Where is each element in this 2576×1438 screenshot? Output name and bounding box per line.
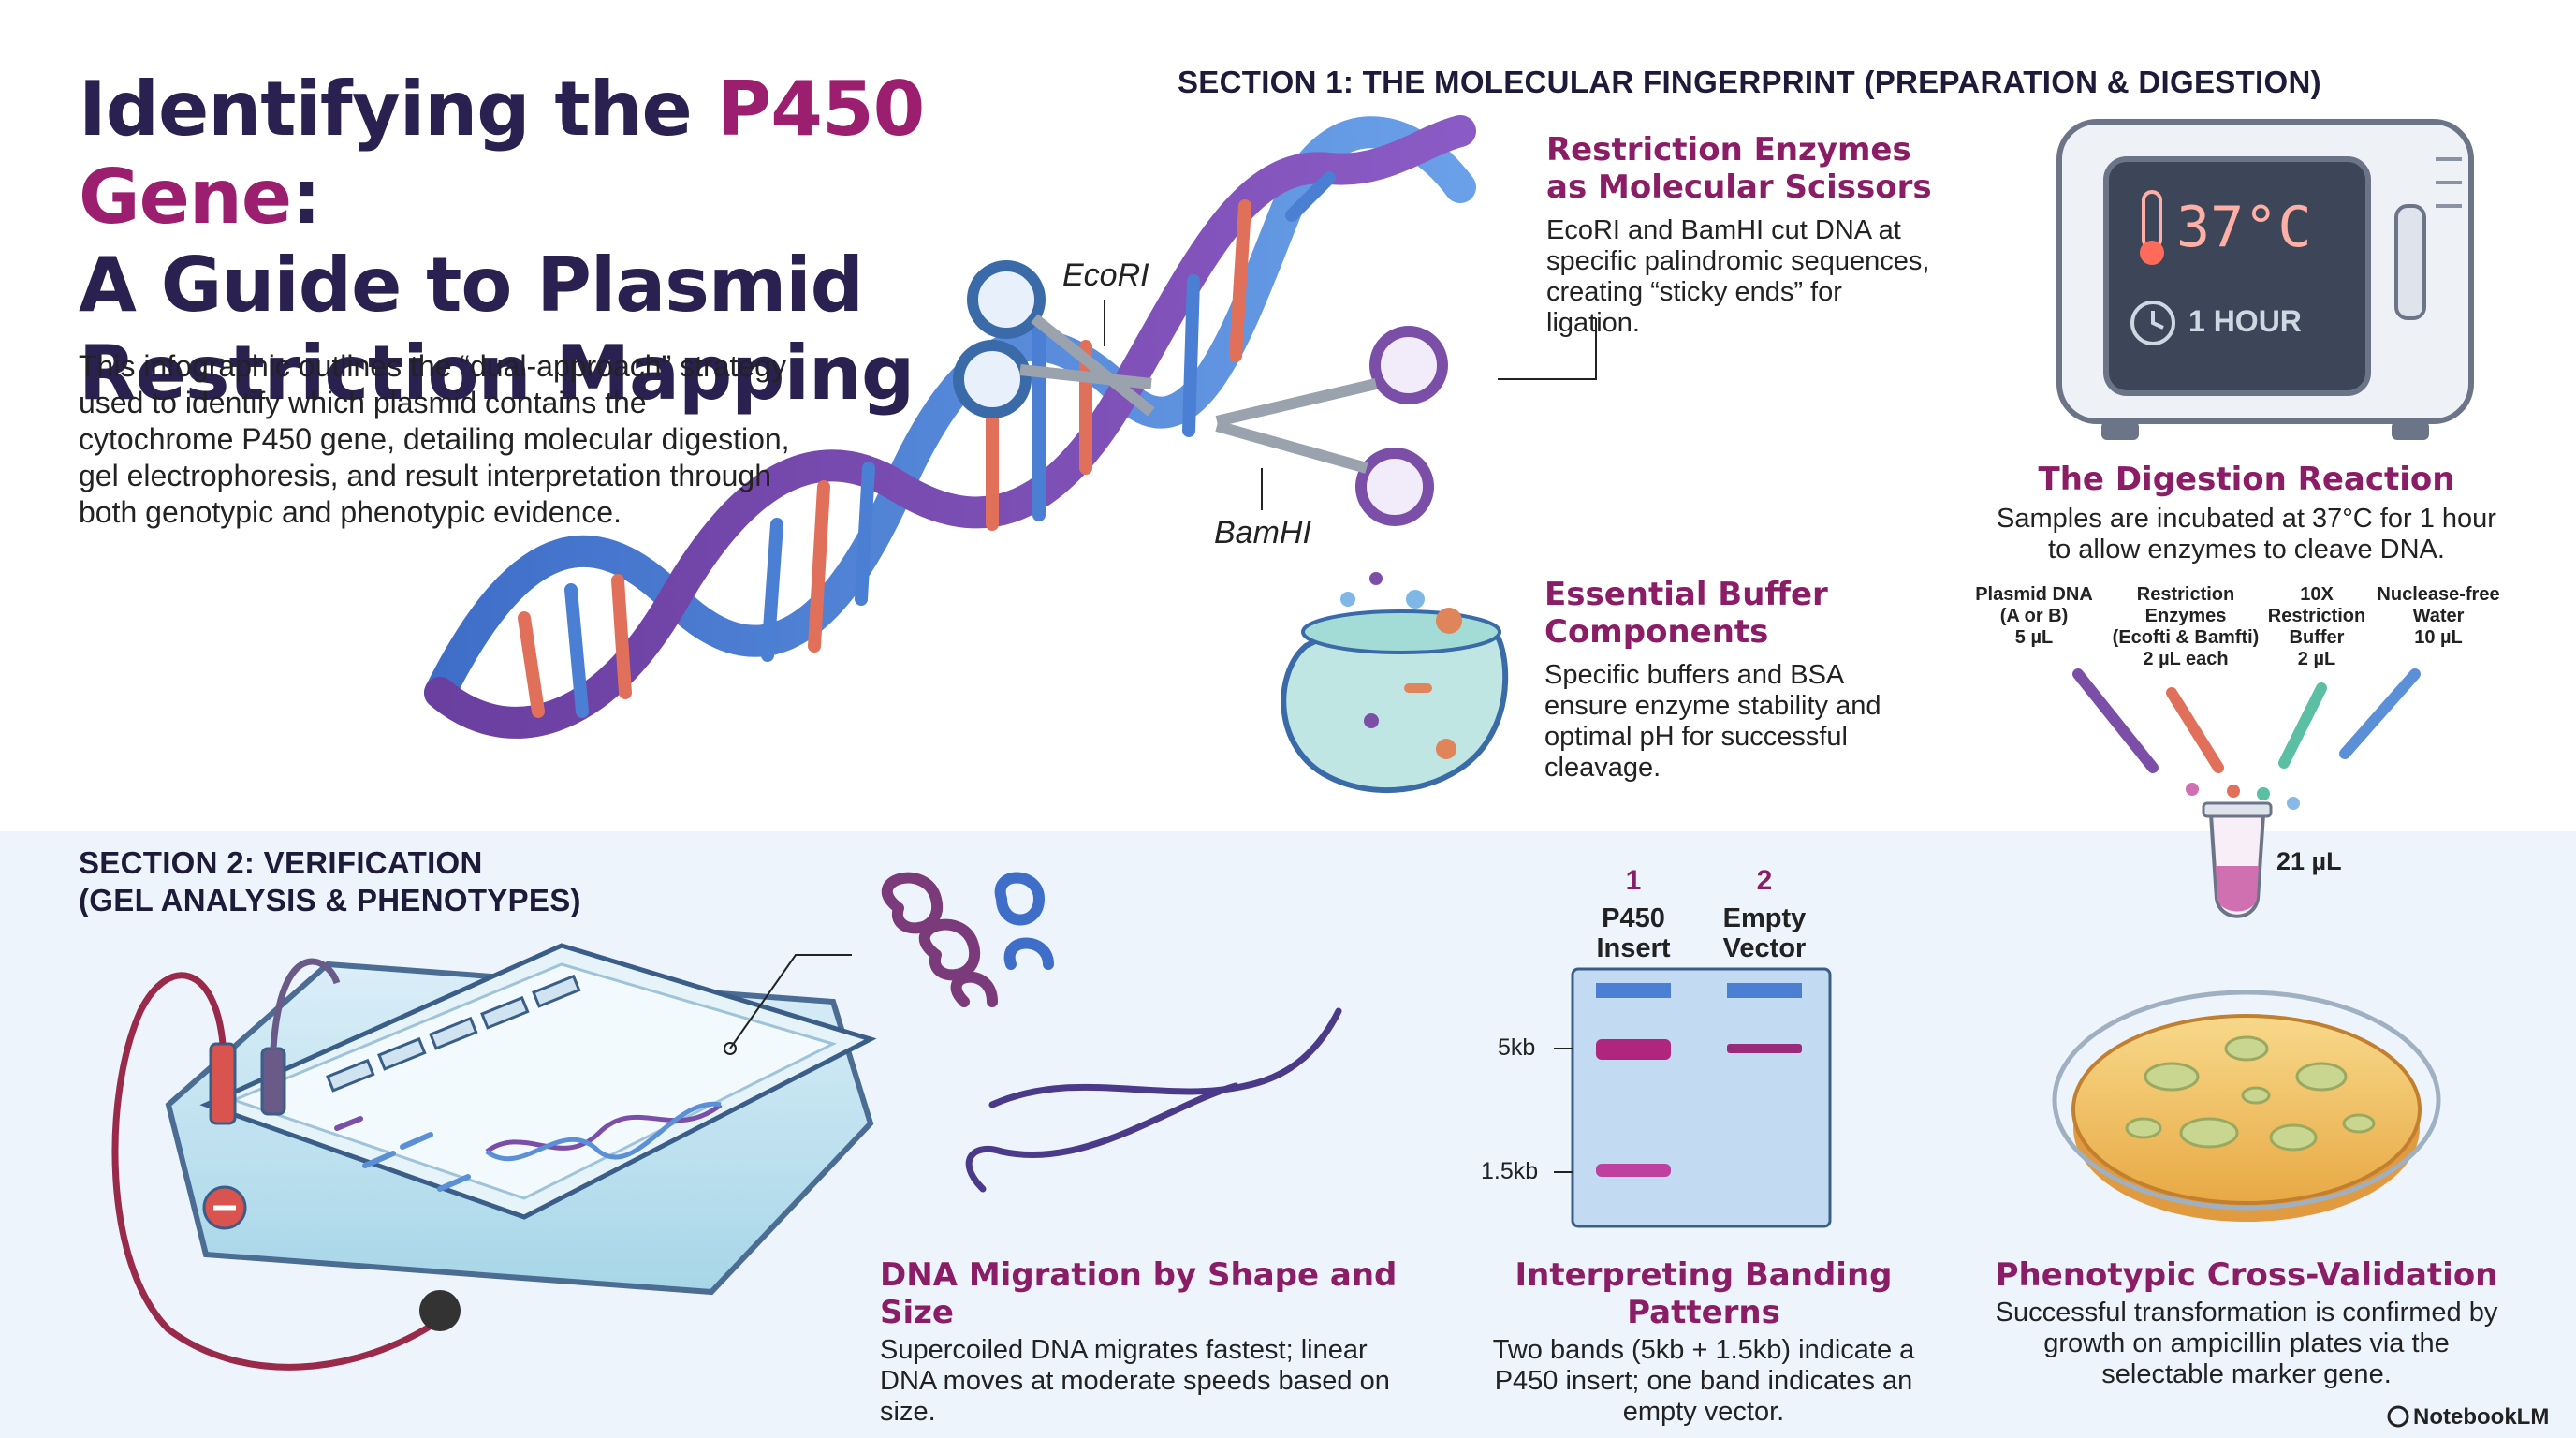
gel-band-lane2-5kb <box>1727 1044 1802 1053</box>
pipettes-illustration <box>2072 668 2421 810</box>
digestion-heading: The Digestion Reaction <box>2038 461 2455 498</box>
phenotype-heading: Phenotypic Cross-Validation <box>1995 1256 2498 1294</box>
digestion-body: Samples are incubated at 37°C for 1 hour… <box>1997 504 2496 565</box>
scissors-bamhi-icon <box>1215 326 1448 526</box>
scissors-ecori-icon <box>953 260 1155 418</box>
reagent-buffer: 10X Restriction Buffer 2 µL <box>2261 584 2373 670</box>
reagent-plasmid-l1: Plasmid DNA <box>1975 584 2093 605</box>
reagent-enzymes-l3: (Ecofti & Bamfti) <box>2112 627 2260 648</box>
incubator-illustration <box>2056 119 2474 440</box>
scissors-heading-line2: as Molecular Scissors <box>1546 169 1932 206</box>
gel-lane2-label-line1: Empty <box>1722 903 1807 933</box>
gel-band-lane1-1.5kb <box>1596 1164 1671 1177</box>
reagent-buffer-l3: Buffer <box>2289 627 2345 648</box>
phenotype-body: Successful transformation is confirmed b… <box>1995 1298 2498 1389</box>
scissors-heading-line1: Restriction Enzymes <box>1546 131 1911 169</box>
bamhi-label: BamHI <box>1214 515 1311 550</box>
title-line3: Restriction Mapping <box>79 330 915 417</box>
scissors-callout-line <box>1498 318 1597 380</box>
buffer-info: Essential Buffer Components Specific buf… <box>1544 576 1881 784</box>
intro-paragraph: This infographic outlines the “dual-appr… <box>79 349 790 529</box>
reagent-buffer-l4: 2 µL <box>2297 649 2336 669</box>
migration-heading: DNA Migration by Shape and Size <box>880 1256 1398 1331</box>
gel-marker-5kb: 5kb <box>1498 1034 1536 1061</box>
title-line2: A Guide to Plasmid <box>79 242 864 329</box>
reagent-water-l1: Nuclease-free <box>2377 584 2500 605</box>
gel-lane2-label-line2: Vector <box>1722 933 1807 963</box>
reagent-water-l3: 10 µL <box>2414 627 2463 648</box>
title-part2: : <box>291 154 321 241</box>
notebooklm-logo-icon <box>2387 1405 2409 1428</box>
title-highlight: P450 Gene <box>79 66 925 241</box>
reagent-enzymes-l1: Restriction <box>2136 584 2235 605</box>
ecori-label: EcoRI <box>1062 257 1149 293</box>
reagent-buffer-l2: Restriction <box>2267 606 2366 626</box>
reagent-buffer-l1: 10X <box>2300 584 2334 605</box>
incubator-temp: 37°C <box>2176 195 2312 260</box>
migration-body: Supercoiled DNA migrates fastest; linear… <box>880 1335 1390 1427</box>
phenotype-info: Phenotypic Cross-Validation Successful t… <box>1994 1256 2499 1390</box>
reagent-enzymes-l4: 2 µL each <box>2143 649 2229 669</box>
reaction-tube-illustration <box>2202 801 2273 918</box>
digestion-info: The Digestion Reaction Samples are incub… <box>1984 461 2509 565</box>
buffer-heading-line2: Components <box>1544 613 1769 651</box>
dna-forms-illustration <box>881 872 1342 1193</box>
gel-marker-1.5kb: 1.5kb <box>1481 1158 1539 1184</box>
banding-body: Two bands (5kb + 1.5kb) indicate a P450 … <box>1492 1335 1915 1427</box>
section1-label: SECTION 1: THE MOLECULAR FINGERPRINT (PR… <box>1178 65 2321 99</box>
buffer-heading-line1: Essential Buffer <box>1544 576 1828 613</box>
tube-volume: 21 µL <box>2276 847 2342 875</box>
section2-label: SECTION 2: VERIFICATION (GEL ANALYSIS & … <box>79 844 734 919</box>
gel-well-lane2 <box>1727 983 1802 998</box>
title-part1: Identifying the <box>79 66 717 153</box>
gel-lane1-number: 1 <box>1625 865 1642 896</box>
reagent-plasmid-l3: 5 µL <box>2014 627 2054 648</box>
buffer-body: Specific buffers and BSA ensure enzyme s… <box>1544 660 1881 783</box>
reagent-plasmid-l2: (A or B) <box>1999 606 2069 626</box>
reagent-plasmid-dna: Plasmid DNA (A or B) 5 µL <box>1973 584 2095 649</box>
section2-label-line1: SECTION 2: VERIFICATION <box>79 845 483 880</box>
page-title: Identifying the P450 Gene: A Guide to Pl… <box>79 66 1155 418</box>
petri-dish-illustration <box>2052 990 2441 1222</box>
gel-band-lane1-5kb <box>1596 1039 1671 1060</box>
reagent-restriction-enzymes: Restriction Enzymes (Ecofti & Bamfti) 2 … <box>2097 584 2275 670</box>
migration-info: DNA Migration by Shape and Size Supercoi… <box>880 1256 1413 1428</box>
scissors-body: EcoRI and BamHI cut DNA at specific pali… <box>1546 215 1930 338</box>
gel-electrophoresis-box-illustration <box>111 943 877 1371</box>
gel-lane2-label: Empty Vector <box>1704 903 1825 963</box>
gel-lane1-label-line2: Insert <box>1596 933 1671 963</box>
reagent-water-l2: Water <box>2412 606 2465 626</box>
scissors-info: Restriction Enzymes as Molecular Scissor… <box>1546 131 1939 339</box>
gel-lane1-label-line1: P450 <box>1602 903 1665 933</box>
banding-heading: Interpreting Banding Patterns <box>1515 1256 1893 1331</box>
banding-info: Interpreting Banding Patterns Two bands … <box>1460 1256 1947 1428</box>
buffer-flask-illustration <box>1281 572 1509 794</box>
gel-lane2-number: 2 <box>1756 865 1773 896</box>
reagent-water: Nuclease-free Water 10 µL <box>2368 584 2509 649</box>
gel-image <box>1554 967 1832 1228</box>
reagent-enzymes-l2: Enzymes <box>2144 606 2227 626</box>
incubator-time: 1 HOUR <box>2188 304 2302 338</box>
gel-lane1-label: P450 Insert <box>1573 903 1694 963</box>
brand-label: NotebookLM <box>2413 1404 2550 1430</box>
section2-label-line2: (GEL ANALYSIS & PHENOTYPES) <box>79 883 581 917</box>
gel-well-lane1 <box>1596 983 1671 998</box>
